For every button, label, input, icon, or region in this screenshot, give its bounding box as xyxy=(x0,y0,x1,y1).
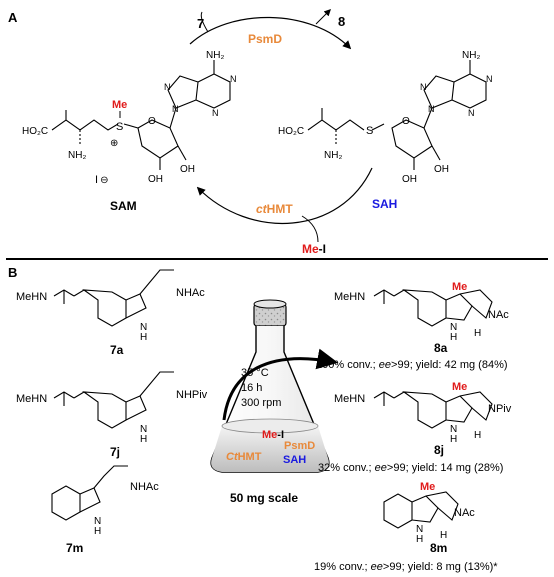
sah-adenine-n1: N xyxy=(420,82,427,92)
product-8a-n-substituent: NAc xyxy=(488,309,509,321)
product-8a-methyl: Me xyxy=(452,281,467,293)
substrate-7j-structure xyxy=(53,371,174,429)
substrate-7j-side-chain: NHPiv xyxy=(176,389,208,401)
flask-time: 16 h xyxy=(241,382,262,394)
cthmt-enzyme-label: ctHMT xyxy=(256,202,293,216)
substrate-7a-carbamate: MeHN xyxy=(16,291,47,303)
sam-adenine-n4: N xyxy=(212,108,219,118)
sah-carboxyl: HO₂C xyxy=(278,126,304,137)
product-8m-id: 8m xyxy=(430,541,447,555)
flask-sah: SAH xyxy=(283,454,306,466)
product-8m-h: H xyxy=(440,530,447,541)
substrate-7m-side-chain: NHAc xyxy=(130,481,159,493)
sam-adenine-n2: N xyxy=(172,104,179,114)
sah-adenine-n4: N xyxy=(468,108,475,118)
sah-adenine-n2: N xyxy=(428,104,435,114)
product-out-arrow xyxy=(315,9,331,25)
product-8j-carbamate: MeHN xyxy=(334,393,365,405)
substrate-7m-id: 7m xyxy=(66,541,83,555)
reaction-scale-label: 50 mg scale xyxy=(230,491,298,505)
product-8a-h: H xyxy=(474,328,481,339)
sam-amine: NH₂ xyxy=(68,150,86,161)
panel-b-label: B xyxy=(8,265,17,280)
product-8a-carbamate: MeHN xyxy=(334,291,365,303)
product-8j-h: H xyxy=(474,430,481,441)
sah-oh-1: OH xyxy=(402,174,417,185)
flask-shaking-speed: 300 rpm xyxy=(241,397,281,409)
sam-oh-1: OH xyxy=(148,174,163,185)
sam-me: Me xyxy=(112,99,127,111)
product-8j-structure xyxy=(373,391,493,429)
sam-label: SAM xyxy=(110,199,137,213)
sam-sulfur: S xyxy=(116,121,123,133)
sah-structure xyxy=(307,60,487,170)
sah-adenine-n3: N xyxy=(486,74,493,84)
flask-psmd: PsmD xyxy=(284,440,315,452)
sam-ring-oxygen: O xyxy=(148,116,156,127)
sam-structure xyxy=(51,60,231,170)
substrate-7j-id: 7j xyxy=(110,445,120,459)
psmd-enzyme-label: PsmD xyxy=(248,32,282,46)
sah-amine: NH₂ xyxy=(324,150,342,161)
sam-adenine-n1: N xyxy=(164,82,171,92)
sam-adenine-n3: N xyxy=(230,74,237,84)
sam-carboxyl: HO₂C xyxy=(22,126,48,137)
sam-oh-2: OH xyxy=(180,164,195,175)
flask-cthmt: CtHMT xyxy=(226,451,262,463)
product-8j-id: 8j xyxy=(434,443,444,457)
sam-iodide: I⊖ xyxy=(95,174,108,186)
bottom-cycle-arrow xyxy=(196,167,373,225)
sam-sulfonium-charge: ⊕ xyxy=(110,138,118,149)
flask-methyl-iodide: Me-I xyxy=(262,429,284,441)
substrate-7j-carbamate: MeHN xyxy=(16,393,47,405)
substrate-7a-structure xyxy=(53,269,174,327)
product-8m-n-substituent: NAc xyxy=(454,507,475,519)
flask-liquid xyxy=(211,426,329,472)
top-cycle-arrow xyxy=(189,16,352,50)
substrate-7m-structure xyxy=(51,465,128,521)
sam-adenine-amine: NH₂ xyxy=(206,50,224,61)
reaction-flask xyxy=(210,299,330,473)
panel-a-label: A xyxy=(8,10,18,25)
sah-sulfur: S xyxy=(366,125,373,137)
product-8j-n-substituent: NPiv xyxy=(488,403,512,415)
product-8m-methyl: Me xyxy=(420,481,435,493)
methyl-iodide-label: Me-I xyxy=(302,242,326,256)
reaction-arrow xyxy=(222,348,339,421)
product-8a-id: 8a xyxy=(434,341,448,355)
product-8a-result: 100% conv.; ee>99; yield: 42 mg (84%) xyxy=(316,359,508,371)
flask-temperature: 35 °C xyxy=(241,367,269,379)
product-8j-methyl: Me xyxy=(452,381,467,393)
product-8a-structure xyxy=(373,289,493,327)
product-8m-result: 19% conv.; ee>99; yield: 8 mg (13%)* xyxy=(314,561,498,573)
sah-adenine-amine: NH₂ xyxy=(462,50,480,61)
panel-a: A 7 8 PsmD ctHMT Me-I Me xyxy=(8,9,493,256)
sah-ring-oxygen: O xyxy=(402,116,410,127)
substrate-in-arrow xyxy=(200,11,209,33)
substrate-7a-side-chain: NHAc xyxy=(176,287,205,299)
product-8j-result: 32% conv.; ee>99; yield: 14 mg (28%) xyxy=(318,462,503,474)
sah-label: SAH xyxy=(372,197,397,211)
sah-oh-2: OH xyxy=(434,164,449,175)
product-8m-structure xyxy=(383,491,459,529)
product-8-label: 8 xyxy=(338,14,345,29)
substrate-7a-id: 7a xyxy=(110,343,124,357)
methyl-donor-arrow xyxy=(301,215,319,243)
substrate-7-label: 7 xyxy=(197,16,204,31)
